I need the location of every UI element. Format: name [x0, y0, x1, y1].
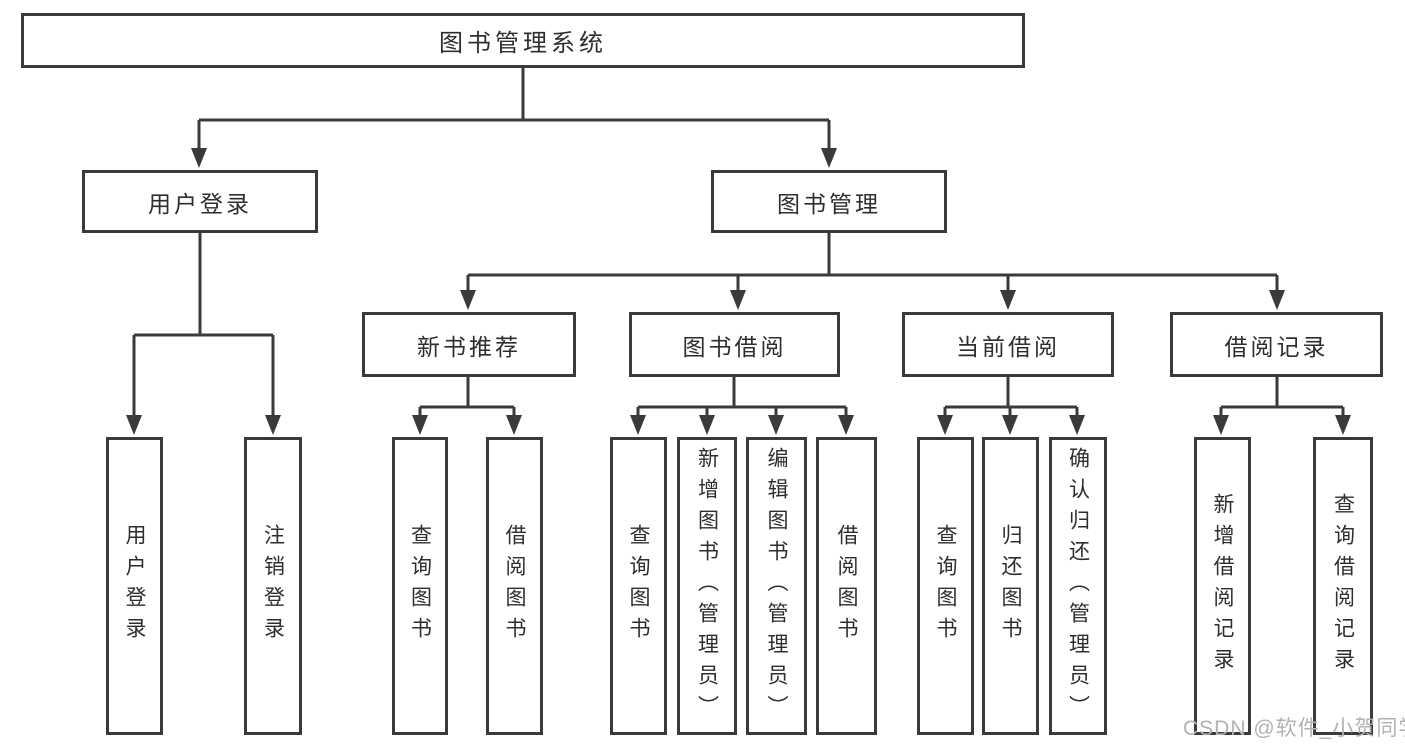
leaf-records-query-record: 查询借阅记录 — [1313, 437, 1373, 735]
arrowhead-icon — [460, 290, 476, 310]
node-book-borrowing: 图书借阅 — [629, 312, 840, 377]
node-user-login: 用户登录 — [82, 170, 318, 233]
arrowhead-icon — [1002, 415, 1018, 435]
leaf-current-query-books: 查询图书 — [917, 437, 974, 735]
arrowhead-icon — [1213, 415, 1229, 435]
leaf-recommend-borrow-books: 借阅图书 — [486, 437, 543, 735]
leaf-borrowing-add-books-admin: 新增图书（管理员） — [677, 437, 737, 735]
leaf-user-login: 用户登录 — [106, 437, 163, 735]
leaf-borrowing-borrow-books: 借阅图书 — [816, 437, 877, 735]
connector-newbook-to-children — [418, 377, 516, 419]
arrowhead-icon — [412, 415, 428, 435]
arrowhead-icon — [126, 415, 142, 435]
leaf-recommend-query-books: 查询图书 — [392, 437, 448, 735]
connector-borrowing-to-children — [636, 377, 848, 419]
arrowhead-icon — [1000, 290, 1016, 310]
node-new-book-recommend: 新书推荐 — [362, 312, 576, 377]
node-root: 图书管理系统 — [21, 13, 1025, 68]
arrowhead-icon — [838, 415, 854, 435]
leaf-borrowing-query-books: 查询图书 — [610, 437, 667, 735]
csdn-watermark: CSDN @软件_小贺同学 — [1183, 717, 1405, 740]
arrowhead-icon — [821, 148, 837, 168]
node-book-management: 图书管理 — [711, 170, 947, 233]
arrowhead-icon — [768, 415, 784, 435]
arrowhead-icon — [730, 290, 746, 310]
arrowhead-icon — [506, 415, 522, 435]
connector-root-to-level2 — [197, 68, 831, 152]
arrowhead-icon — [1335, 415, 1351, 435]
leaf-current-confirm-return-admin: 确认归还（管理员） — [1049, 437, 1107, 735]
leaf-logout: 注销登录 — [244, 437, 302, 735]
arrowhead-icon — [265, 415, 281, 435]
node-borrowing-records: 借阅记录 — [1170, 312, 1383, 377]
connector-current-to-children — [943, 377, 1079, 419]
arrowhead-icon — [699, 415, 715, 435]
arrowhead-icon — [630, 415, 646, 435]
arrowhead-icon — [191, 148, 207, 168]
leaf-current-return-books: 归还图书 — [982, 437, 1039, 735]
arrowhead-icon — [937, 415, 953, 435]
leaf-records-add-record: 新增借阅记录 — [1194, 437, 1251, 735]
leaf-borrowing-edit-books-admin: 编辑图书（管理员） — [746, 437, 807, 735]
connector-userlogin-to-children — [132, 233, 275, 419]
node-current-borrowing: 当前借阅 — [902, 312, 1114, 377]
arrowhead-icon — [1269, 290, 1285, 310]
connector-bookmgmt-to-level3 — [466, 233, 1279, 294]
arrowhead-icon — [1069, 415, 1085, 435]
connector-records-to-children — [1219, 377, 1345, 419]
